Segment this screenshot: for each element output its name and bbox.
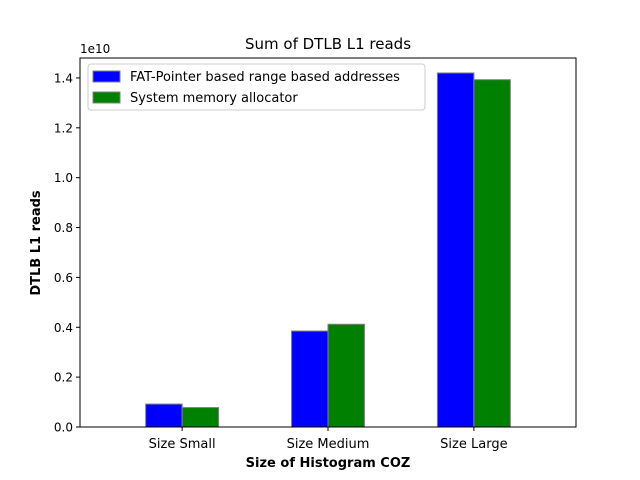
bar (473, 79, 511, 428)
legend: FAT-Pointer based range based addressesS… (87, 63, 426, 111)
y-tick-label: 1.2 (54, 121, 73, 135)
bar (181, 407, 220, 428)
legend-box (87, 63, 426, 111)
bar (145, 403, 183, 428)
x-tick-label: Size Medium (287, 437, 370, 452)
y-tick-label: 1.0 (54, 171, 73, 185)
bar (291, 330, 329, 428)
y-tick-label: 0.2 (54, 371, 73, 385)
bar (327, 323, 365, 428)
y-tick-label: 0.6 (54, 271, 73, 285)
y-tick-label: 1.4 (54, 71, 73, 85)
legend-label: System memory allocator (130, 91, 298, 106)
x-tick-label: Size Small (149, 437, 216, 452)
y-tick-label: 0.8 (54, 221, 73, 235)
x-axis-label: Size of Histogram COZ (246, 456, 411, 471)
chart-title: Sum of DTLB L1 reads (245, 35, 411, 53)
legend-label: FAT-Pointer based range based addresses (130, 70, 400, 85)
y-tick-label: 0.4 (54, 321, 73, 335)
y-axis-label: DTLB L1 reads (29, 190, 44, 296)
y-tick-label: 0.0 (54, 421, 73, 435)
x-tick-label: Size Large (440, 437, 507, 452)
legend-swatch (92, 70, 121, 83)
legend-swatch (92, 91, 121, 104)
y-axis-multiplier: 1e10 (80, 42, 110, 56)
bar (436, 72, 475, 428)
